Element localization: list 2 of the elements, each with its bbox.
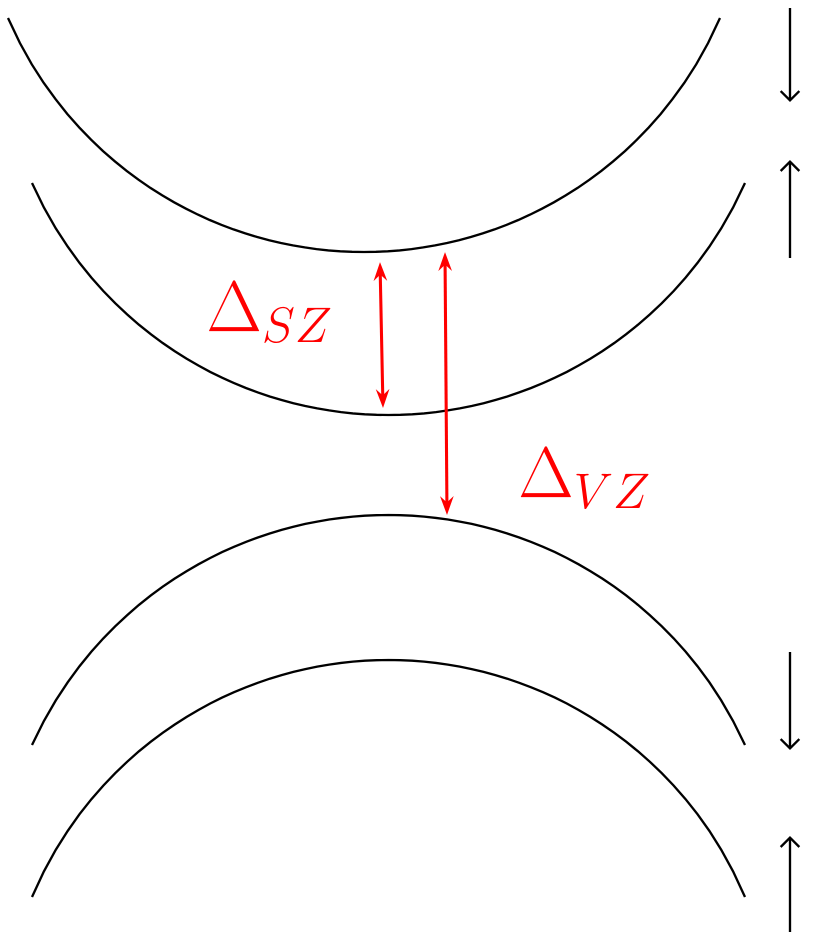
dimension-label: $\Delta_{SZ}$ bbox=[209, 280, 330, 343]
dimension-label: $\Delta_{VZ}$ bbox=[520, 446, 648, 509]
